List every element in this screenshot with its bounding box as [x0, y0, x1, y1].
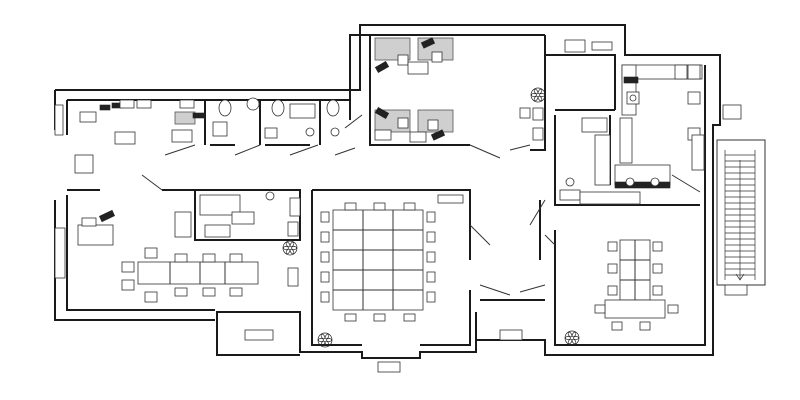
chair	[667, 304, 679, 314]
plant-icon	[317, 332, 333, 348]
chair	[652, 241, 663, 252]
chair	[607, 263, 618, 274]
chair	[373, 313, 386, 322]
chair	[607, 285, 618, 296]
chair	[426, 231, 436, 243]
chair	[426, 251, 436, 263]
chair	[607, 241, 618, 252]
chair	[611, 321, 623, 331]
restrooms	[212, 97, 340, 139]
kitchen	[581, 64, 705, 189]
chair	[652, 263, 663, 274]
plant-icon	[564, 330, 580, 346]
chair	[403, 202, 416, 211]
office-north-center	[374, 37, 544, 143]
plants	[282, 87, 580, 348]
chair	[320, 291, 330, 303]
chair	[403, 313, 416, 322]
chair	[426, 211, 436, 223]
chair	[320, 211, 330, 223]
chair	[320, 231, 330, 243]
meeting-room-large	[320, 194, 464, 322]
plant-icon	[282, 240, 298, 256]
chair	[639, 321, 651, 331]
meeting-room-right	[559, 177, 679, 331]
open-office	[121, 191, 301, 303]
chair	[652, 285, 663, 296]
door-swings	[141, 114, 701, 296]
chair	[320, 251, 330, 263]
chair	[426, 271, 436, 283]
interior-walls	[67, 35, 700, 346]
window-units	[54, 39, 742, 373]
staircase	[716, 139, 766, 296]
chair	[344, 313, 357, 322]
office-top-left	[79, 99, 206, 145]
chair	[344, 202, 357, 211]
chair	[320, 271, 330, 283]
chair	[426, 291, 436, 303]
plant-icon	[530, 87, 546, 103]
chair	[594, 304, 606, 314]
office-left	[77, 209, 116, 246]
stair-arrow-head	[735, 273, 745, 281]
chair	[373, 202, 386, 211]
